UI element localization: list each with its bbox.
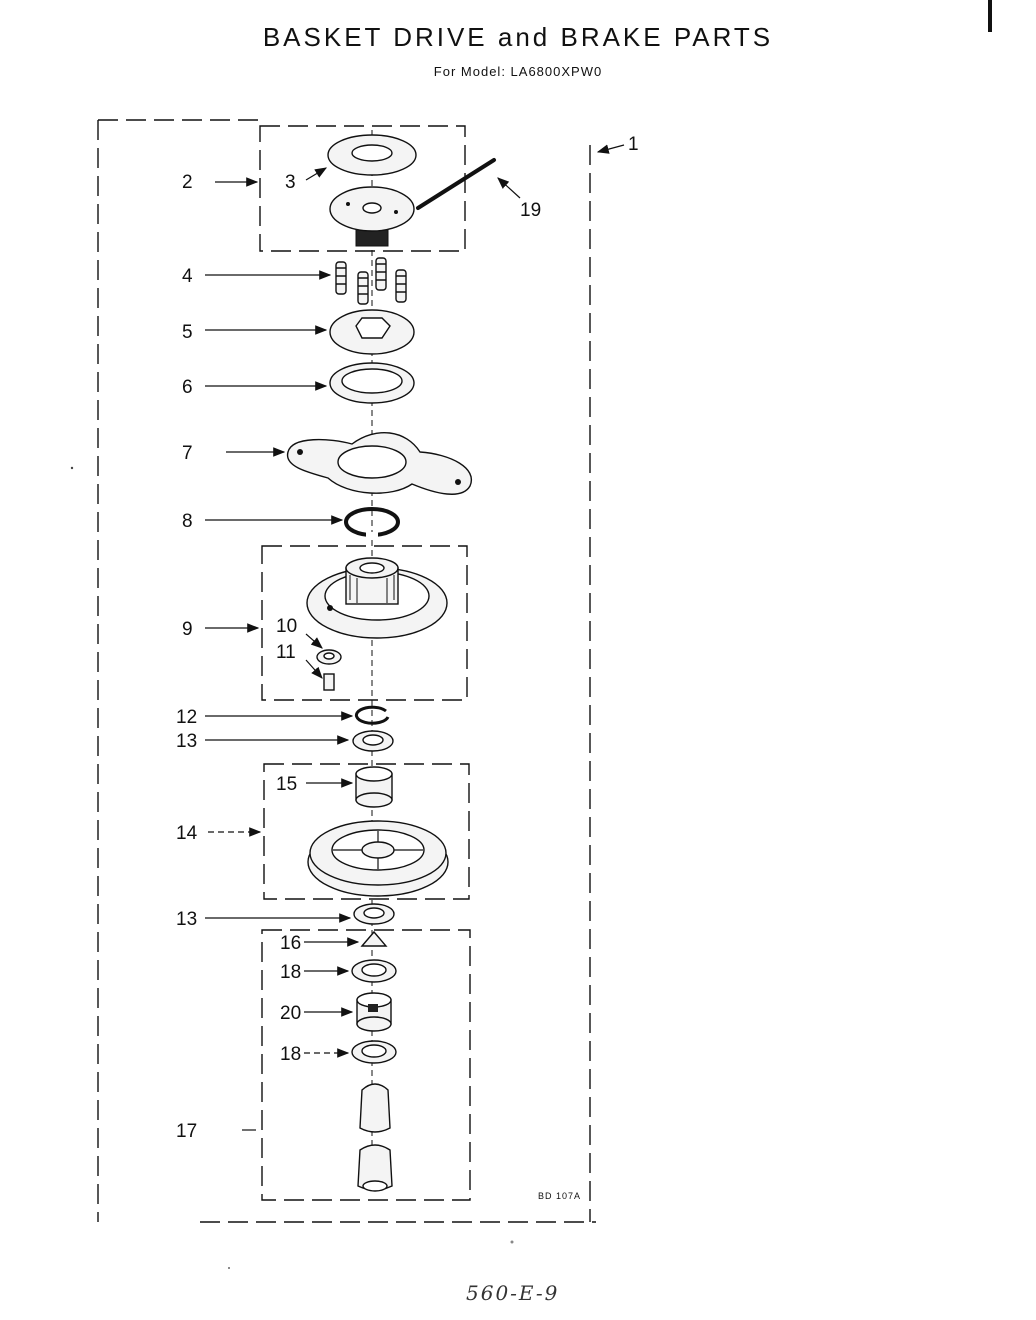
assembly-boundary (97, 119, 596, 1223)
scan-speck (510, 1240, 514, 1244)
callout-4: 4 (182, 266, 193, 287)
part-5-plate (329, 309, 415, 355)
callout-19: 19 (520, 200, 541, 221)
part-3-washer (327, 134, 417, 176)
callout-3: 3 (285, 172, 296, 193)
part-4-springs (335, 257, 407, 305)
part-12-ring (354, 705, 390, 725)
part-16-cap (360, 930, 388, 947)
callout-14: 14 (176, 823, 198, 844)
figure-code: BD 107A (538, 1191, 581, 1201)
scan-mark (988, 0, 992, 32)
callout-2: 2 (182, 172, 193, 193)
handwritten-note: 560-E-9 (466, 1281, 559, 1305)
callout-8: 8 (182, 511, 193, 532)
callout-1: 1 (628, 134, 639, 155)
part-15-bushing (355, 766, 393, 808)
callout-13-lower: 13 (176, 909, 197, 930)
callout-12: 12 (176, 707, 197, 728)
scan-speck (70, 466, 74, 470)
part-18-bearing-lower (351, 1040, 397, 1064)
part-20-clutch (356, 992, 392, 1032)
part-19-pin (416, 158, 496, 210)
part-6-ring (329, 362, 415, 404)
subassembly-box-17 (261, 929, 471, 1201)
callout-10: 10 (276, 616, 297, 637)
part-7-bracket (286, 432, 473, 495)
part-10-11-screw (316, 649, 342, 691)
leader-lines (205, 144, 625, 1131)
callout-6: 6 (182, 377, 193, 398)
page-title: BASKET DRIVE and BRAKE PARTS (262, 22, 774, 52)
callout-20: 20 (280, 1003, 301, 1024)
subassembly-box-9 (261, 545, 468, 701)
part-13-washer-lower (353, 903, 395, 925)
callout-17: 17 (176, 1121, 197, 1142)
part-18-bearing-upper (351, 959, 397, 983)
subassembly-box-2 (259, 125, 466, 252)
part-9-housing (306, 557, 448, 639)
scan-speck (228, 1267, 230, 1269)
subassembly-box-14 (263, 763, 470, 900)
part-callouts: 1 2 3 19 4 5 6 7 8 9 10 11 12 13 15 14 1… (176, 134, 639, 1142)
callout-18-upper: 18 (280, 962, 301, 983)
part-13-washer-upper (352, 730, 394, 752)
callout-15: 15 (276, 774, 297, 795)
callout-18-lower: 18 (280, 1044, 301, 1065)
model-subtitle: For Model: LA6800XPW0 (433, 64, 603, 79)
part-8-snap-ring (344, 507, 400, 537)
callout-16: 16 (280, 933, 301, 954)
callout-7: 7 (182, 443, 193, 464)
callout-9: 9 (182, 619, 193, 640)
part-17-tube (357, 1083, 393, 1192)
callout-11: 11 (276, 642, 296, 663)
part-2-cam-driver (329, 186, 415, 247)
part-14-pulley (307, 820, 449, 897)
callout-5: 5 (182, 322, 193, 343)
callout-13-upper: 13 (176, 731, 197, 752)
